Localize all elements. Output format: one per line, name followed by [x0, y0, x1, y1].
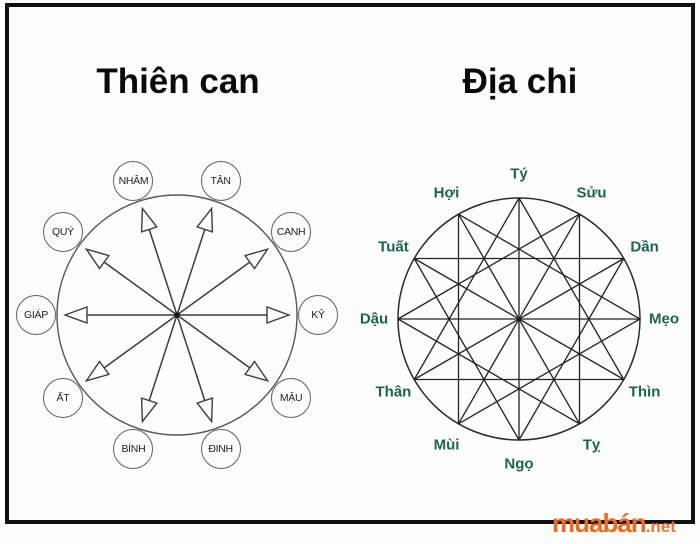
harmony-line	[413, 258, 520, 441]
harmony-line	[518, 197, 625, 380]
arrowhead	[196, 397, 214, 424]
arrowhead	[266, 306, 292, 324]
arrowhead	[84, 247, 111, 270]
combination-arrow-shaft	[103, 261, 178, 316]
watermark-suffix: .net	[645, 517, 676, 536]
arrowhead	[140, 397, 158, 424]
harmony-line	[458, 213, 641, 320]
combination-arrow-shaft	[148, 229, 178, 316]
harmony-line	[458, 318, 641, 425]
combination-arrow-shaft	[148, 314, 178, 401]
harmony-line	[518, 258, 625, 441]
arrowhead	[243, 247, 270, 270]
dia-chi-figure	[397, 197, 641, 441]
combination-arrow-shaft	[176, 261, 251, 316]
harmony-line	[397, 318, 580, 425]
arrowhead	[243, 360, 270, 383]
watermark-brand: muabán	[552, 508, 647, 538]
arrowhead	[196, 206, 214, 233]
muaban-watermark: muabán.net	[552, 508, 676, 539]
thien-can-circle	[56, 194, 298, 436]
arrowhead	[62, 306, 88, 324]
arrowhead	[140, 206, 158, 233]
frame-border	[5, 3, 695, 524]
combination-arrow-shaft	[176, 229, 206, 316]
dia-chi-title: Địa chi	[462, 62, 578, 101]
opposition-line	[457, 213, 581, 425]
center-dot	[174, 312, 180, 318]
harmony-line	[413, 197, 520, 380]
thien-can-figure	[56, 194, 298, 436]
thien-can-title: Thiên can	[96, 62, 260, 101]
arrowhead	[84, 360, 111, 383]
harmony-line	[397, 213, 580, 320]
combination-arrow-shaft	[176, 314, 251, 369]
combination-arrow-shaft	[176, 314, 206, 401]
combination-arrow-shaft	[103, 314, 178, 369]
